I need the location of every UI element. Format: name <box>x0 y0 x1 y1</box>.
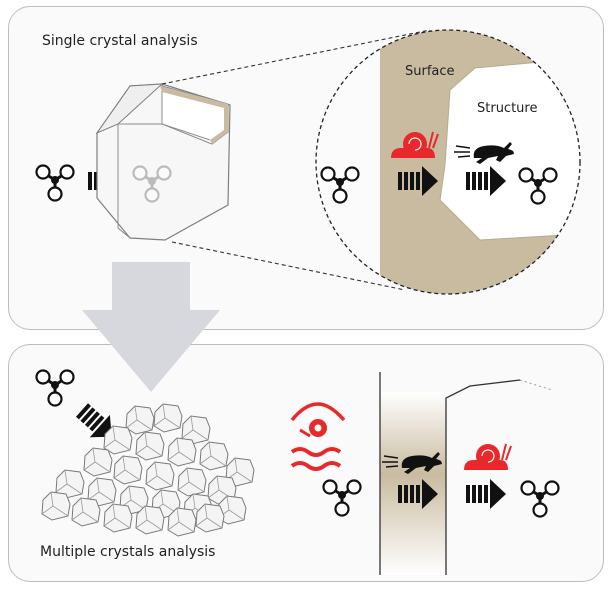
striped-arrow-icon <box>466 479 506 509</box>
surface-band <box>380 392 446 575</box>
wave-icon <box>290 447 342 471</box>
magnified-surface-view <box>316 30 580 294</box>
structure-edge-faint <box>519 379 553 391</box>
zoom-line-bottom <box>171 241 406 291</box>
crystal-pile <box>41 403 255 537</box>
surface-label: Surface <box>405 64 455 79</box>
eye-icon <box>290 402 346 438</box>
molecule-icon <box>322 479 362 517</box>
structure-label: Structure <box>477 101 537 116</box>
single-crystal-title: Single crystal analysis <box>42 33 198 49</box>
molecule-icon <box>35 164 75 202</box>
transition-arrow <box>82 262 220 392</box>
snail-icon <box>463 443 512 471</box>
zoom-line-top <box>161 29 431 85</box>
molecule-icon <box>35 369 75 407</box>
multiple-crystals-title: Multiple crystals analysis <box>40 544 215 560</box>
zoom-circle <box>315 29 581 295</box>
structure-edge <box>445 379 521 575</box>
crystal-icon <box>95 83 231 241</box>
molecule-icon <box>520 480 560 518</box>
